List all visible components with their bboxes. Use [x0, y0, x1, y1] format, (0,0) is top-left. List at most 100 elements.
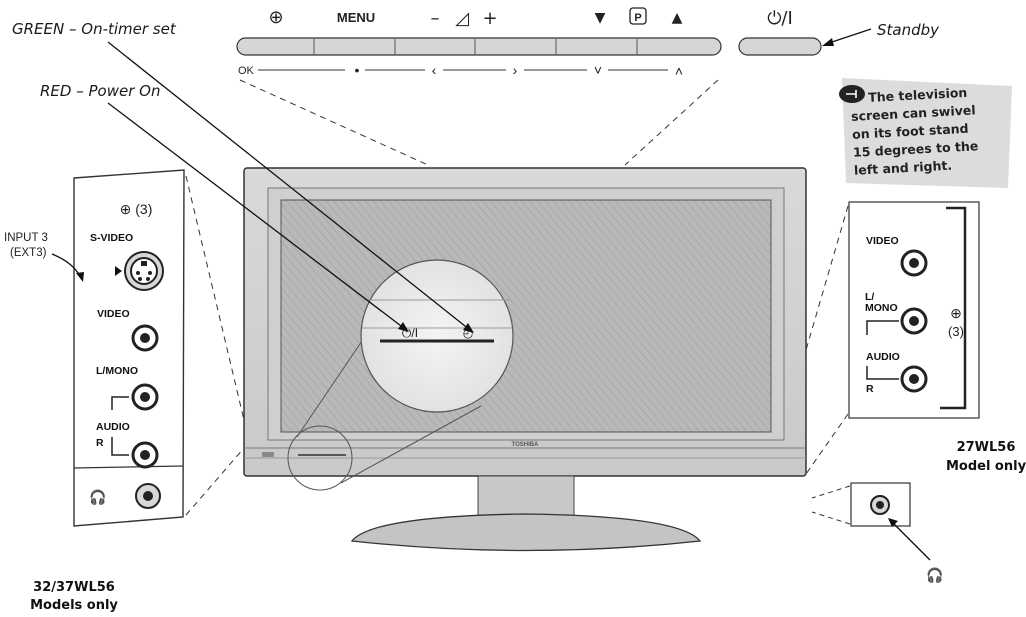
- zoom-timer-icon: ◴: [463, 326, 473, 340]
- program-up-icon: ▲: [672, 10, 683, 26]
- menu-label: MENU: [337, 10, 375, 25]
- left-lmono-socket-pin: [140, 392, 150, 402]
- projection-line: [239, 79, 429, 166]
- standby-button: [738, 37, 822, 56]
- standby-label: Standby: [877, 21, 940, 39]
- right-headphone-icon: 🎧: [926, 567, 943, 584]
- nav-down-icon: ˅: [594, 62, 602, 78]
- right-headphone-socket-pin: [876, 501, 884, 509]
- brand-logo: TOSHIBA: [512, 442, 540, 448]
- note-line-2: screen can swivel: [851, 102, 976, 123]
- volume-minus-label: –: [431, 8, 440, 29]
- led-highlight-circle: [287, 425, 353, 491]
- left-models-line-2: Models only: [30, 598, 118, 613]
- svideo-pointer-icon: [115, 266, 122, 276]
- right-input-icon: ⊕: [950, 305, 962, 321]
- program-p-box: [629, 7, 647, 25]
- tv-stand-neck: [477, 475, 575, 517]
- svideo-label: S-VIDEO: [90, 232, 133, 244]
- right-l-label: L/: [865, 291, 874, 303]
- svideo-pin: [148, 271, 152, 275]
- svideo-key: [141, 261, 147, 266]
- svideo-socket-inner: [130, 257, 158, 285]
- input-select-icon: ⊕: [268, 7, 283, 28]
- left-audio-label: AUDIO: [96, 421, 130, 433]
- right-video-label: VIDEO: [866, 235, 899, 247]
- left-video-label: VIDEO: [97, 308, 130, 320]
- right-headphone-arrow: [891, 521, 931, 561]
- left-projection-line: [185, 447, 245, 516]
- right-r-label: R: [866, 383, 874, 395]
- volume-icon: ◿: [455, 8, 469, 29]
- right-headphone-projection: [811, 511, 851, 525]
- projection-line: [624, 79, 719, 166]
- red-leader-arrowhead: [398, 322, 409, 332]
- right-projection-line: [805, 205, 849, 351]
- input3-arrowhead: [76, 272, 84, 282]
- nav-dot: •: [355, 62, 360, 78]
- right-model-line-2: Model only: [946, 459, 1026, 474]
- left-audio-bracket: [111, 396, 129, 410]
- pointing-hand-detail: [846, 90, 857, 98]
- zoom-connector-line: [340, 405, 482, 484]
- nav-left-icon: ‹: [432, 62, 437, 78]
- nav-ok-label: OK: [238, 65, 255, 77]
- right-panel-bracket: [940, 206, 967, 410]
- program-down-icon: ▼: [595, 10, 606, 26]
- button-strip: [236, 37, 722, 56]
- right-side-panel: VIDEO L/ MONO AUDIO R ⊕ (3): [848, 201, 980, 419]
- red-led-label: RED – Power On: [40, 82, 160, 100]
- headphone-socket-pin: [143, 491, 153, 501]
- right-audio-bracket: [866, 366, 899, 380]
- right-headphone-arrowhead: [888, 518, 898, 527]
- control-panel: ⊕ MENU – ◿ + ▼ P ▲ ⏻/I OK • ‹ › ˅ ˄: [236, 7, 822, 79]
- standby-arrow: [825, 28, 872, 45]
- note-line-1: The television: [868, 85, 968, 105]
- red-leader-line: [107, 102, 406, 330]
- tv-led-indicator: [262, 452, 274, 457]
- left-audio-bracket: [111, 437, 129, 456]
- right-r-socket-pin: [909, 374, 919, 384]
- left-side-panel: ⊕ (3) S-VIDEO VIDEO L/MONO AUDIO R 🎧: [73, 169, 185, 527]
- nav-right-icon: ›: [513, 62, 518, 78]
- left-panel-header: ⊕ (3): [120, 201, 153, 217]
- left-r-label: R: [96, 437, 104, 449]
- headphone-icon: 🎧: [89, 489, 106, 506]
- standby-arrowhead: [822, 38, 834, 46]
- right-audio-label: AUDIO: [866, 351, 900, 363]
- zoom-circle: [360, 259, 514, 413]
- right-headphone-projection: [811, 485, 851, 499]
- right-projection-line: [805, 413, 849, 475]
- left-lmono-label: L/MONO: [96, 365, 138, 377]
- swivel-note: The television screen can swivel on its …: [839, 78, 1012, 188]
- tv-screen: [280, 199, 772, 433]
- ext3-label: (EXT3): [10, 247, 47, 259]
- television: TOSHIBA: [243, 167, 807, 552]
- left-panel-divider: [73, 465, 184, 469]
- note-line-4: 15 degrees to the: [853, 138, 979, 160]
- left-models-line-1: 32/37WL56: [33, 580, 115, 595]
- left-panel-outline: [73, 169, 185, 527]
- right-model-line-1: 27WL56: [957, 440, 1016, 455]
- green-leader-line: [107, 41, 471, 331]
- led-zoom-view: ⏻/I ◴: [360, 259, 514, 413]
- nav-up-icon: ˄: [675, 63, 683, 79]
- program-p-label: P: [634, 12, 641, 24]
- right-audio-bracket: [866, 320, 899, 335]
- volume-plus-label: +: [482, 8, 497, 29]
- green-leader-arrowhead: [463, 323, 474, 333]
- left-projection-line: [185, 175, 245, 421]
- left-video-socket-pin: [140, 333, 150, 343]
- note-line-5: left and right.: [854, 158, 953, 178]
- note-line-3: on its foot stand: [852, 121, 969, 142]
- green-led-label: GREEN – On-timer set: [12, 20, 177, 38]
- svideo-pin: [136, 271, 140, 275]
- right-mono-label: MONO: [865, 302, 898, 314]
- power-icon: ⏻/I: [767, 8, 793, 29]
- note-background: [842, 78, 1012, 188]
- left-r-socket-pin: [140, 450, 150, 460]
- input3-label: INPUT 3: [4, 232, 48, 244]
- tv-stand-base: [350, 513, 702, 552]
- right-video-socket-pin: [909, 258, 919, 268]
